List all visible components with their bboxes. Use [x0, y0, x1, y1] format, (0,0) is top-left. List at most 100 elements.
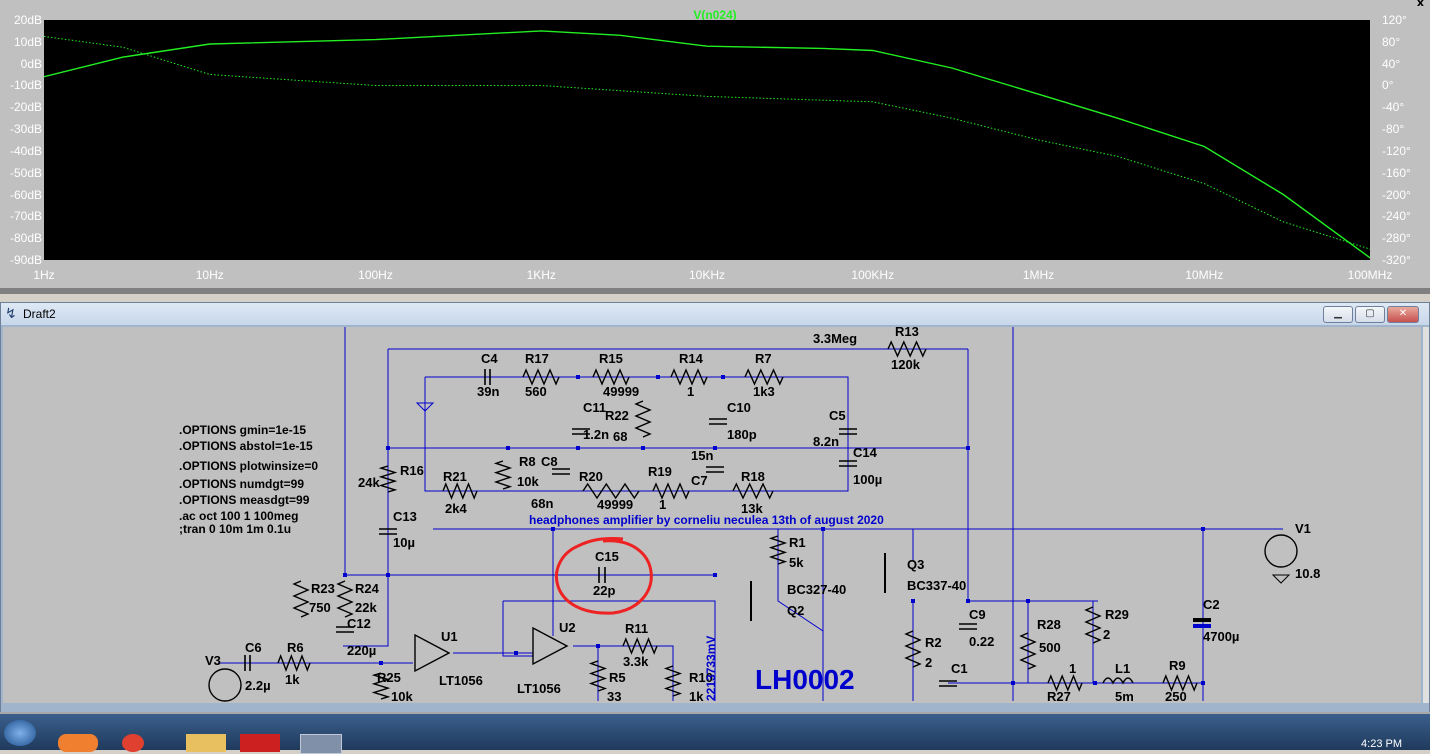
vertical-scrollbar[interactable] — [1423, 327, 1429, 703]
junction-dot — [379, 661, 383, 665]
resistor-symbol — [663, 665, 683, 697]
junction-dot — [386, 573, 390, 577]
schematic-titlebar[interactable]: ↯ Draft2 ▁ ▢ ✕ — [1, 303, 1429, 325]
component-ref-r22: R22 — [605, 408, 629, 423]
component-ref-c9: C9 — [969, 607, 986, 622]
junction-dot — [576, 446, 580, 450]
component-value-v1: 10.8 — [1295, 566, 1320, 581]
y-left-tick-label: -10dB — [9, 78, 42, 93]
component-value-c7: 15n — [691, 448, 713, 463]
trace-title[interactable]: V(n024) — [693, 8, 737, 22]
component-ref-r17: R17 — [525, 351, 549, 366]
component-value-c12: 220µ — [347, 643, 376, 658]
component-value-q2: BC327-40 — [787, 582, 846, 597]
junction-dot — [506, 446, 510, 450]
minimize-button[interactable]: ▁ — [1323, 306, 1353, 323]
component-ref-c5: C5 — [829, 408, 846, 423]
component-value-q3: BC337-40 — [907, 578, 966, 593]
component-ref-c1: C1 — [951, 661, 968, 676]
component-ref-c12: C12 — [347, 616, 371, 631]
component-value-r23: 750 — [309, 600, 331, 615]
spice-directive: .OPTIONS measdgt=99 — [179, 493, 310, 507]
y-left-tick-label: -90dB — [9, 253, 42, 267]
component-ref-c10: C10 — [727, 400, 751, 415]
component-ref-r19: R19 — [648, 464, 672, 479]
taskbar: 4:23 PM — [0, 714, 1430, 754]
junction-dot — [641, 446, 645, 450]
y-right-tick-label: -80° — [1382, 122, 1405, 137]
resistor-symbol — [371, 672, 391, 700]
plot-area[interactable] — [44, 20, 1370, 260]
lh0002-label: LH0002 — [755, 664, 855, 695]
junction-dot — [1011, 681, 1015, 685]
y-right-tick-label: 120° — [1382, 13, 1407, 27]
component-ref-r13: R13 — [895, 327, 919, 339]
component-ref-r29: R29 — [1105, 607, 1129, 622]
net-voltage-label: 2213733mV — [704, 636, 718, 701]
component-ref-r15: R15 — [599, 351, 623, 366]
close-icon[interactable]: x — [1416, 0, 1424, 9]
partial-value-label: 3.3Meg — [813, 331, 857, 346]
junction-dot — [966, 446, 970, 450]
resistor-symbol — [887, 340, 927, 358]
component-ref-r8: R8 — [519, 454, 536, 469]
component-ref-q3: Q3 — [907, 557, 924, 572]
junction-dot — [656, 375, 660, 379]
firefox-icon[interactable] — [58, 734, 98, 752]
component-value-r18: 13k — [741, 501, 763, 516]
resistor-symbol — [1019, 632, 1037, 670]
chrome-icon[interactable] — [122, 734, 144, 752]
component-value-c5: 8.2n — [813, 434, 839, 449]
component-value-r16: 24k — [358, 475, 380, 490]
component-ref-c14: C14 — [853, 445, 878, 460]
y-right-tick-label: 0° — [1382, 78, 1394, 93]
component-ref-r1: R1 — [789, 535, 806, 550]
component-ref-r7: R7 — [755, 351, 772, 366]
maximize-button[interactable]: ▢ — [1355, 306, 1385, 323]
y-right-tick-label: -280° — [1382, 231, 1411, 246]
wire — [777, 529, 824, 632]
schematic-icon: ↯ — [5, 306, 17, 322]
resistor-symbol — [1084, 606, 1102, 644]
schematic-headline: headphones amplifier by corneliu neculea… — [529, 513, 884, 527]
resistor-symbol — [622, 637, 658, 655]
component-value-r17: 560 — [525, 384, 547, 399]
red-annotation-circle — [555, 537, 653, 615]
component-ref-r18: R18 — [741, 469, 765, 484]
folder-icon[interactable] — [186, 734, 226, 752]
component-ref-r25: R25 — [377, 670, 401, 685]
resistor-symbol — [336, 580, 354, 618]
resistor-symbol — [1162, 674, 1198, 692]
component-value-c15: 22p — [593, 583, 615, 598]
component-value-c13: 10µ — [393, 535, 415, 550]
horizontal-scrollbar[interactable] — [0, 712, 1430, 715]
resistor-symbol — [1047, 674, 1083, 692]
bode-plot-svg — [44, 30, 1370, 259]
y-right-tick-label: -120° — [1382, 143, 1411, 158]
junction-dot — [514, 651, 518, 655]
ltspice-icon[interactable] — [300, 734, 342, 754]
component-value-r9: 250 — [1165, 689, 1187, 703]
component-value-l1: 5m — [1115, 689, 1134, 703]
resistor-symbol — [592, 368, 630, 386]
clock[interactable]: 4:23 PM — [1361, 738, 1402, 750]
y-left-tick-label: -60dB — [9, 187, 42, 202]
component-value-u1: LT1056 — [439, 673, 483, 688]
resistor-symbol — [732, 482, 774, 500]
resistor-symbol — [768, 535, 788, 565]
component-value-c6: 2.2µ — [245, 678, 271, 693]
wire — [503, 600, 716, 701]
component-ref-r10: R10 — [689, 670, 713, 685]
magnitude-trace[interactable] — [44, 30, 1370, 259]
junction-dot — [343, 573, 347, 577]
app-icon[interactable] — [240, 734, 280, 752]
resistor-symbol — [522, 368, 560, 386]
component-ref-c11: C11 — [583, 400, 606, 415]
start-button[interactable] — [4, 720, 36, 746]
electrolytic-plate — [1193, 618, 1211, 622]
phase-trace[interactable] — [44, 35, 1370, 250]
component-value-r6: 1k — [285, 672, 300, 687]
junction-dot — [386, 446, 390, 450]
close-button[interactable]: ✕ — [1387, 306, 1419, 323]
